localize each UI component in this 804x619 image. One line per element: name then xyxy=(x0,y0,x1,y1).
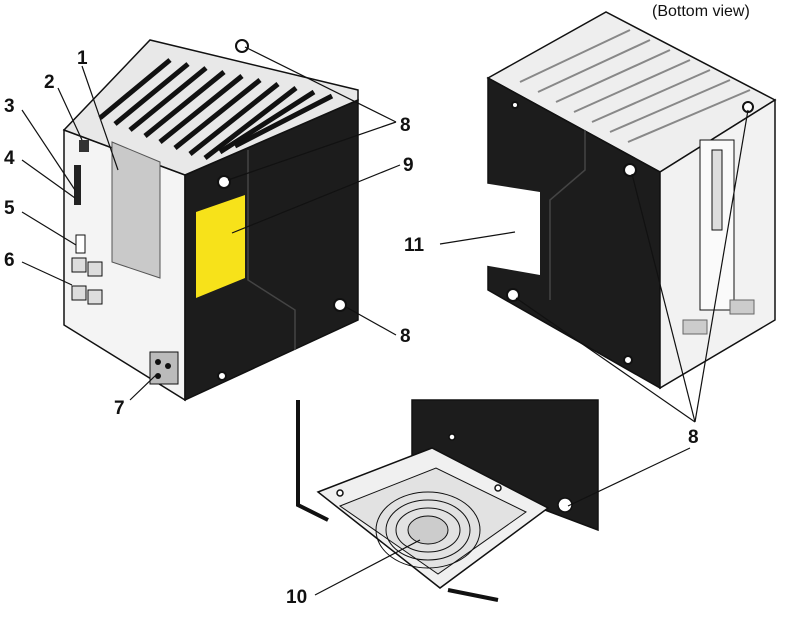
side-panel-seam xyxy=(247,150,296,350)
fan-detail-cable xyxy=(447,588,499,602)
callout-8-mid: 8 xyxy=(400,326,411,347)
bottom-view-device xyxy=(483,11,777,390)
front-gray-label xyxy=(111,141,161,279)
heatsink-fins xyxy=(98,58,334,160)
callout-3: 3 xyxy=(4,96,15,117)
callout-10: 10 xyxy=(286,587,307,608)
leader-lines xyxy=(21,46,749,596)
card-slot xyxy=(74,165,81,205)
status-indicator xyxy=(75,234,86,254)
bottom-view-seam xyxy=(549,130,586,300)
callout-7: 7 xyxy=(114,398,125,419)
callout-6: 6 xyxy=(4,250,15,271)
screws-front-device xyxy=(217,39,347,381)
callout-2: 2 xyxy=(44,72,55,93)
bottom-view-white-label xyxy=(483,183,540,275)
fan-detail-screws xyxy=(336,433,573,513)
callout-11: 11 xyxy=(404,235,425,256)
fan-detail-black-body xyxy=(411,399,599,532)
front-view-device xyxy=(62,39,359,402)
rear-vent-left xyxy=(682,319,708,335)
callout-8-right: 8 xyxy=(688,427,699,448)
top-face xyxy=(62,39,359,176)
screws-bottom-view xyxy=(506,101,754,365)
rear-vent-right xyxy=(729,299,755,315)
din-rail-slot xyxy=(711,149,723,231)
callout-9: 9 xyxy=(403,155,414,176)
ethernet-ports xyxy=(71,257,103,305)
vent-slots xyxy=(519,29,751,143)
view-note: (Bottom view) xyxy=(652,3,750,20)
fan-detail-frame-outline xyxy=(296,400,329,522)
side-yellow-label xyxy=(196,195,245,298)
rotary-switch xyxy=(79,140,89,152)
callout-4: 4 xyxy=(4,148,15,169)
fan-grille xyxy=(375,491,481,569)
fan-detail xyxy=(296,399,599,602)
power-terminal xyxy=(149,351,179,385)
callout-8-top: 8 xyxy=(400,115,411,136)
callout-5: 5 xyxy=(4,198,15,219)
callout-1: 1 xyxy=(77,48,88,69)
